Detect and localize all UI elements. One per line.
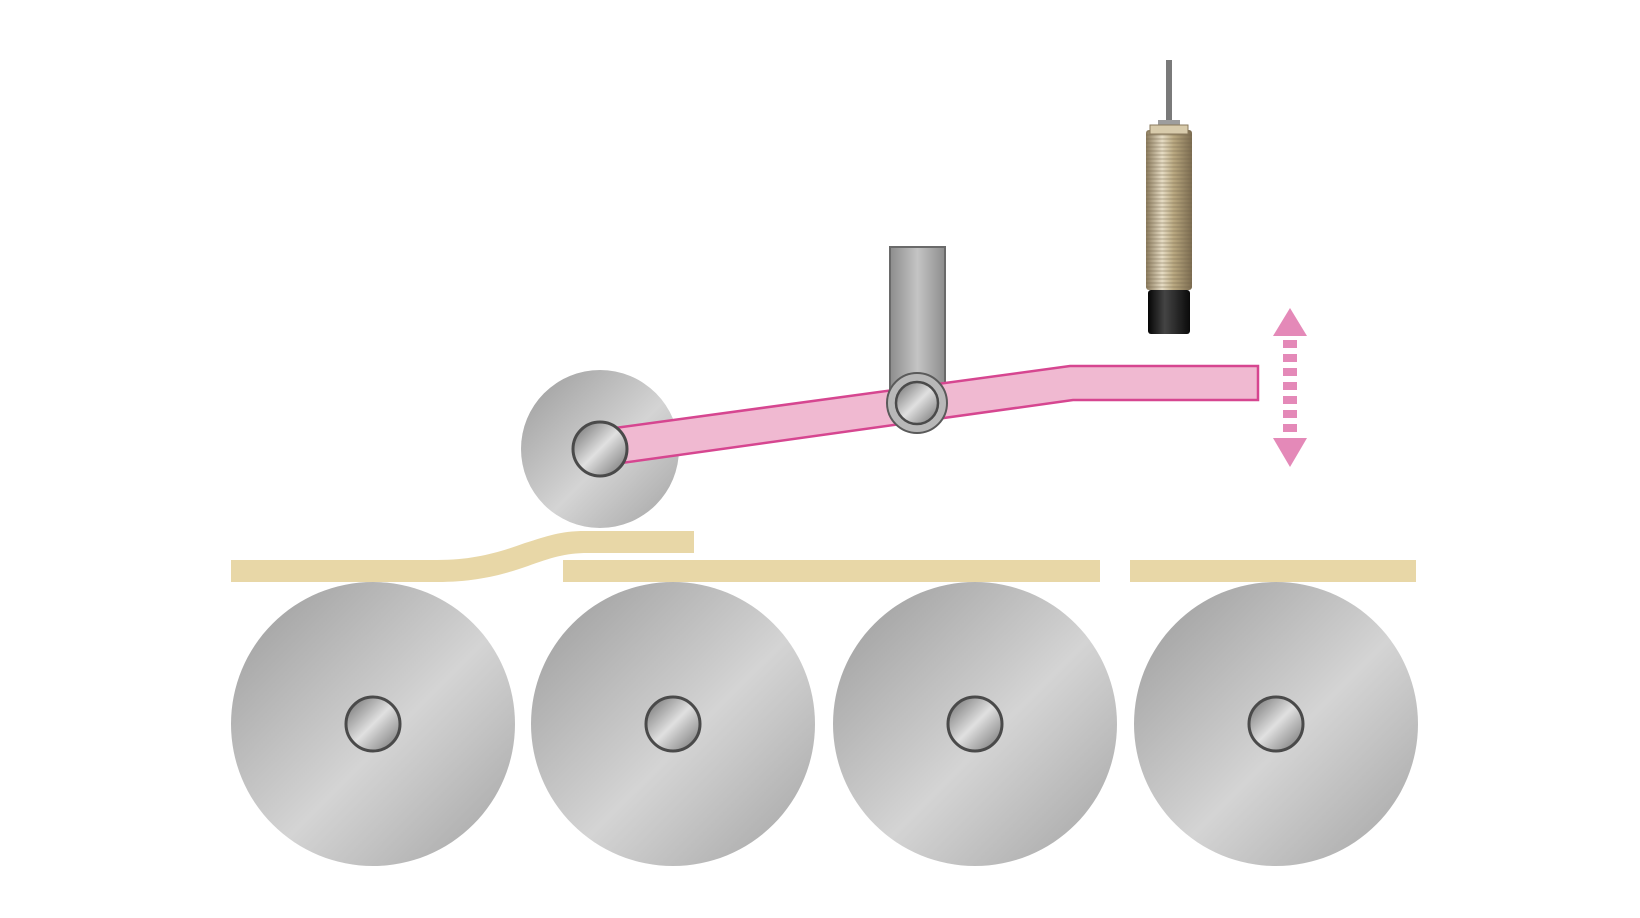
conveyor-roller-2 [531,582,815,866]
roller-hub-4 [1247,695,1305,753]
sheets [231,531,1416,582]
arrow-up-head [1273,308,1307,336]
proximity-sensor [1146,60,1192,334]
sheet-middle [563,560,1100,582]
sensor-cable [1166,60,1172,132]
conveyor-roller-3 [833,582,1117,866]
overlapped-sheet-left [231,531,694,582]
feeler-roller-hub [571,420,629,478]
sensor-cap [1148,290,1190,334]
roller-hub-2 [644,695,702,753]
pivot-bracket [889,246,946,398]
conveyor-roller-1 [231,582,515,866]
roller-hub-1 [344,695,402,753]
roller-hub-3 [946,695,1004,753]
conveyor-rollers [231,582,1418,866]
double-arrow-vertical [1273,308,1307,467]
conveyor-roller-4 [1134,582,1418,866]
arrow-down-head [1273,438,1307,467]
sheet-right [1130,560,1416,582]
pivot-pin [886,372,948,434]
